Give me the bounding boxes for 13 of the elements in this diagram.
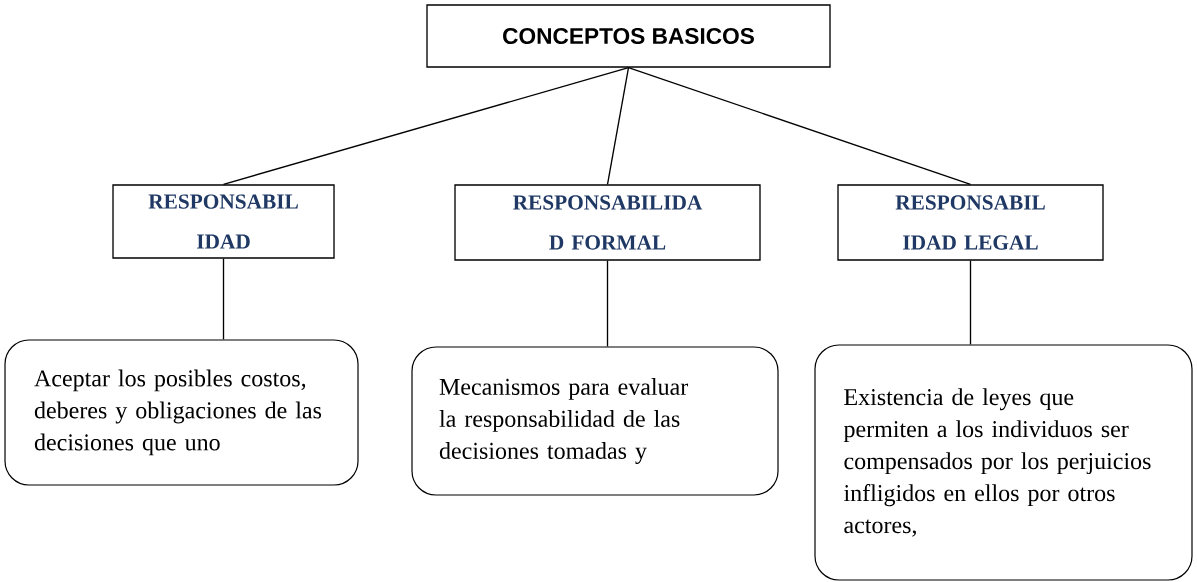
definition-box: Aceptar los posibles costos, deberes y obligaciones de las decisiones que uno — [4, 339, 359, 486]
concept-box: RESPONSABIL IDAD LEGAL — [837, 184, 1104, 261]
definition-box: Mecanismos para evaluar la responsabilidad de las decisiones tomadas y — [411, 346, 779, 496]
connector-line — [627, 67, 972, 185]
connector-line — [606, 67, 630, 185]
concept-box: RESPONSABILIDA D FORMAL — [454, 184, 761, 261]
connector-line — [969, 260, 972, 346]
connector-line — [606, 260, 609, 348]
definition-box: Existencia de leyes que permiten a los individuos ser compensados por los perjuicios infligidos en ellos por otros actores, — [814, 344, 1193, 581]
concept-box: RESPONSABIL IDAD — [112, 184, 335, 259]
connector-line — [222, 258, 225, 341]
connector-line — [222, 67, 630, 185]
title-box: CONCEPTOS BASICOS — [426, 4, 831, 68]
